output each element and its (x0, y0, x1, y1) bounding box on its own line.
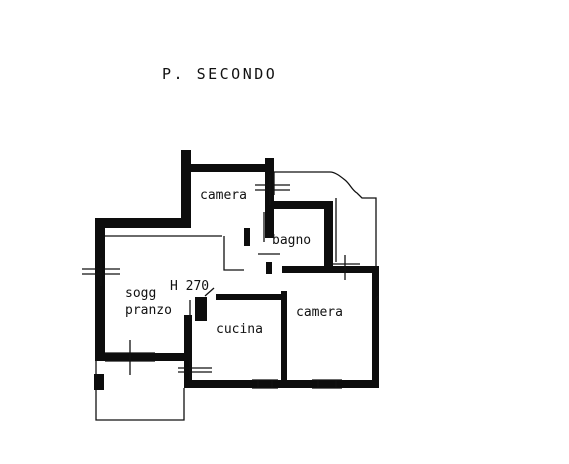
wall-bagno-bottom (282, 266, 332, 273)
corridor-line (223, 236, 244, 271)
balcony-post (94, 374, 104, 390)
room-label-camera-right: camera (296, 305, 343, 320)
wall-bottom (184, 380, 379, 388)
thin-lines (82, 171, 379, 421)
wall-bagno-top (265, 201, 332, 209)
window-bottom-left (105, 340, 155, 375)
wall-living-bottom (95, 353, 190, 361)
wall-kitchen-camera (281, 291, 287, 383)
wall-bagno-right (324, 201, 333, 273)
wall-camera-top (181, 164, 274, 172)
wall-kitchen-left (184, 315, 192, 387)
column (195, 297, 207, 321)
window-camera-top (255, 175, 290, 205)
window-bottom-mid (178, 360, 212, 380)
room-label-cucina: cucina (216, 322, 263, 337)
terrace-outline (274, 171, 377, 268)
window-bottom-kitchen (252, 379, 278, 389)
window-bottom-camera (312, 379, 342, 389)
room-label-pranzo: pranzo (125, 303, 172, 318)
balcony-bottom (95, 360, 185, 421)
floor-title: P. SECONDO (162, 65, 277, 83)
window-left (82, 258, 120, 286)
wall-left-outer (95, 218, 105, 360)
wall-center-vertical (244, 228, 250, 246)
wall-bagno-stub (266, 262, 272, 274)
wall-right-outer (372, 266, 379, 388)
h270-arrow (204, 287, 215, 297)
room-label-bagno: bagno (272, 233, 311, 248)
room-label-sogg: sogg (125, 286, 156, 301)
wall-living-top (95, 218, 187, 228)
wall-kitchen-top (216, 294, 286, 300)
wall-camera-left (181, 150, 191, 228)
walls (95, 150, 379, 388)
room-labels: camera bagno sogg pranzo H 270 cucina ca… (125, 188, 343, 337)
ceiling-height-label: H 270 (170, 279, 209, 294)
right-room-tick (374, 295, 379, 301)
window-right (330, 255, 360, 280)
room-label-camera-top: camera (200, 188, 247, 203)
